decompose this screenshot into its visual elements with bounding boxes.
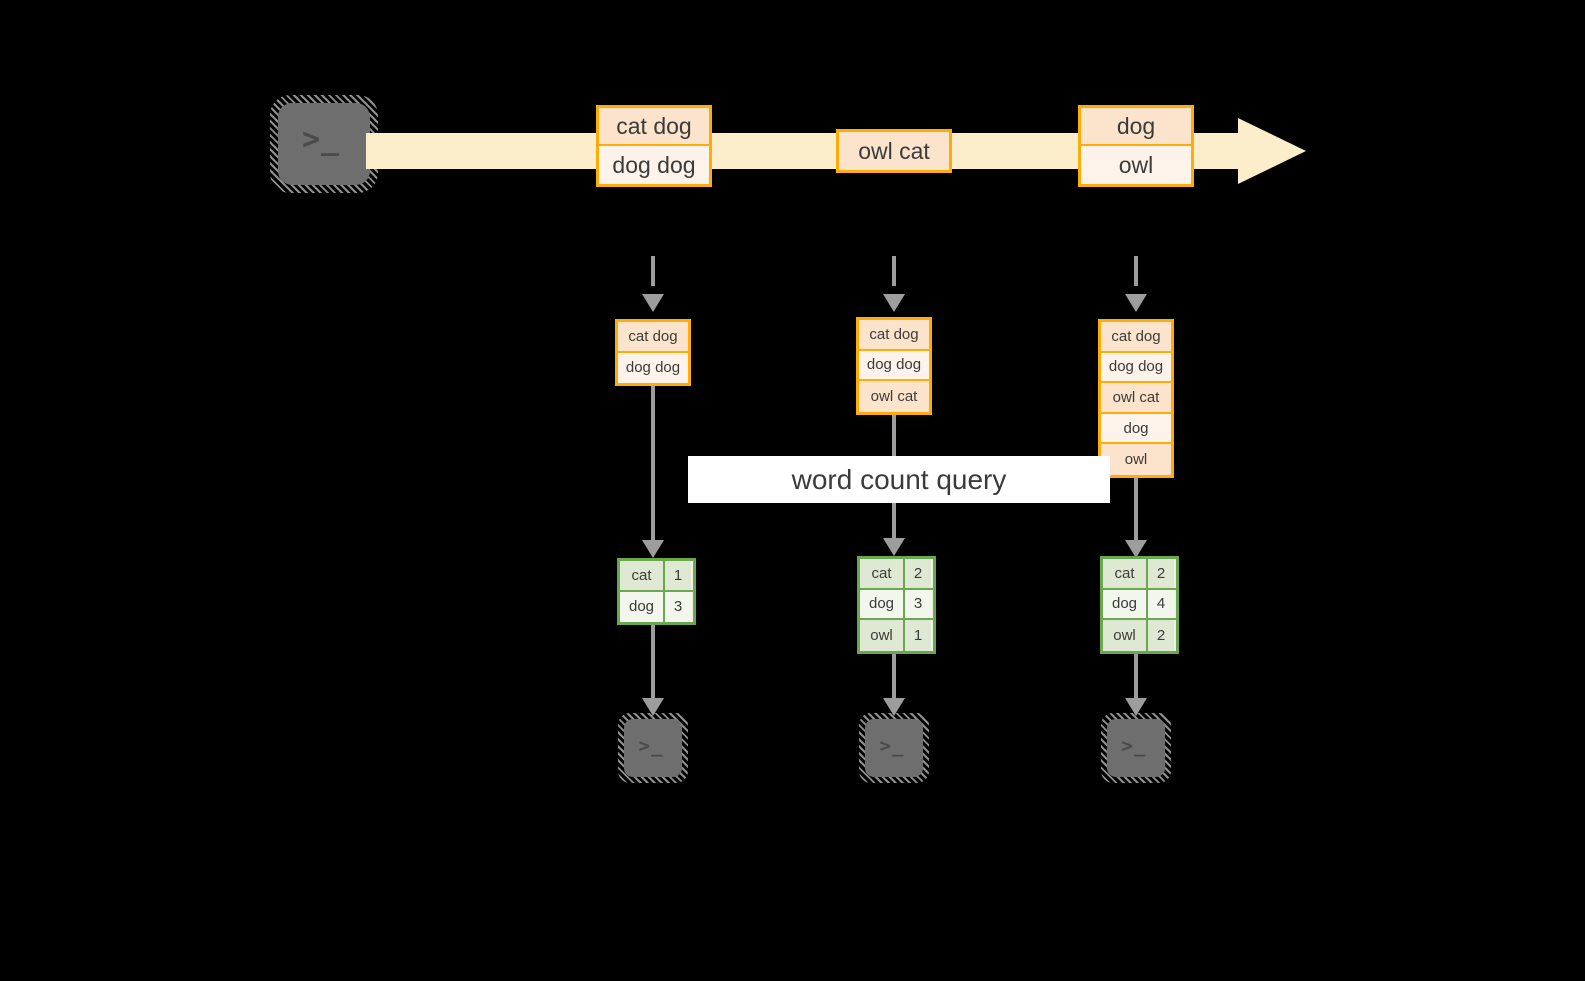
record-line: owl: [1101, 444, 1171, 475]
terminal-prompt-glyph: >_: [638, 734, 664, 757]
record-line: owl: [1081, 146, 1191, 184]
word-cell: dog: [1103, 589, 1148, 619]
terminal-screen: [278, 103, 370, 185]
stream-record-2: owl cat: [836, 129, 952, 173]
table-row: dog 4: [1103, 589, 1176, 621]
table-row: dog 3: [620, 591, 693, 623]
sink-arrow-1: [640, 620, 666, 716]
sink-arrow-3: [1123, 650, 1149, 716]
arrow-head: [642, 294, 664, 312]
word-cell: owl: [1103, 620, 1148, 651]
snapshot-trigger-arrow-2: [881, 256, 907, 312]
arrow-head: [1125, 540, 1147, 558]
word-count-table-2: cat 2 dog 3 owl 1: [857, 556, 936, 654]
terminal-prompt-glyph: >_: [879, 734, 905, 757]
query-arrow-1: [640, 382, 666, 558]
source-terminal-icon: >_: [270, 95, 378, 193]
arrow-head: [642, 540, 664, 558]
table-row: owl 1: [860, 620, 933, 651]
solid-line: [651, 620, 655, 698]
word-cell: owl: [860, 620, 905, 651]
word-cell: cat: [860, 559, 905, 588]
table-row: cat 1: [620, 561, 693, 592]
arrow-head: [1125, 698, 1147, 716]
solid-line: [1134, 474, 1138, 540]
record-line: dog dog: [1101, 352, 1171, 384]
word-cell: cat: [620, 561, 665, 590]
arrow-head: [1125, 294, 1147, 312]
stream-record-3: dog owl: [1078, 105, 1194, 187]
count-cell: 2: [905, 559, 931, 588]
terminal-screen: [624, 719, 682, 777]
record-line: dog: [1081, 108, 1191, 146]
solid-line: [651, 382, 655, 540]
arrow-head: [642, 698, 664, 716]
record-line: dog dog: [618, 352, 688, 384]
snapshot-input-1: cat dog dog dog: [615, 319, 691, 387]
sink-arrow-2: [881, 650, 907, 716]
table-row: owl 2: [1103, 620, 1176, 651]
word-count-table-3: cat 2 dog 4 owl 2: [1100, 556, 1179, 654]
record-line: dog dog: [859, 350, 929, 382]
word-cell: dog: [860, 589, 905, 619]
stream-record-1: cat dog dog dog: [596, 105, 712, 187]
dashed-line: [651, 256, 655, 286]
sink-terminal-icon-2: >_: [859, 713, 929, 783]
record-line: cat dog: [618, 322, 688, 353]
count-cell: 3: [665, 591, 691, 623]
count-cell: 4: [1148, 589, 1174, 619]
snapshot-input-2: cat dog dog dog owl cat: [856, 317, 932, 415]
record-line: dog dog: [599, 146, 709, 184]
dashed-line: [1134, 256, 1138, 286]
word-cell: cat: [1103, 559, 1148, 588]
record-line: owl cat: [1101, 383, 1171, 414]
terminal-screen: [865, 719, 923, 777]
terminal-prompt-glyph: >_: [1121, 734, 1147, 757]
table-row: cat 2: [1103, 559, 1176, 590]
terminal-screen: [1107, 719, 1165, 777]
record-line: owl cat: [839, 132, 949, 170]
record-line: cat dog: [1101, 322, 1171, 353]
count-cell: 1: [905, 620, 931, 651]
stream-arrow-head: [1238, 118, 1306, 184]
query-arrow-3: [1123, 474, 1149, 558]
record-line: cat dog: [599, 108, 709, 146]
count-cell: 1: [665, 561, 691, 590]
sink-terminal-icon-3: >_: [1101, 713, 1171, 783]
snapshot-trigger-arrow-1: [640, 256, 666, 312]
query-label: word count query: [688, 456, 1110, 503]
snapshot-trigger-arrow-3: [1123, 256, 1149, 312]
terminal-prompt-glyph: >_: [301, 122, 341, 157]
table-row: dog 3: [860, 589, 933, 621]
arrow-head: [883, 698, 905, 716]
sink-terminal-icon-1: >_: [618, 713, 688, 783]
word-count-table-1: cat 1 dog 3: [617, 558, 696, 626]
solid-line: [1134, 650, 1138, 698]
record-line: cat dog: [859, 320, 929, 351]
record-line: owl cat: [859, 381, 929, 412]
solid-line: [892, 650, 896, 698]
record-line: dog: [1101, 413, 1171, 445]
snapshot-input-3: cat dog dog dog owl cat dog owl: [1098, 319, 1174, 478]
arrow-head: [883, 538, 905, 556]
word-cell: dog: [620, 591, 665, 623]
dashed-line: [892, 256, 896, 286]
table-row: cat 2: [860, 559, 933, 590]
count-cell: 3: [905, 589, 931, 619]
arrow-head: [883, 294, 905, 312]
count-cell: 2: [1148, 620, 1174, 651]
count-cell: 2: [1148, 559, 1174, 588]
